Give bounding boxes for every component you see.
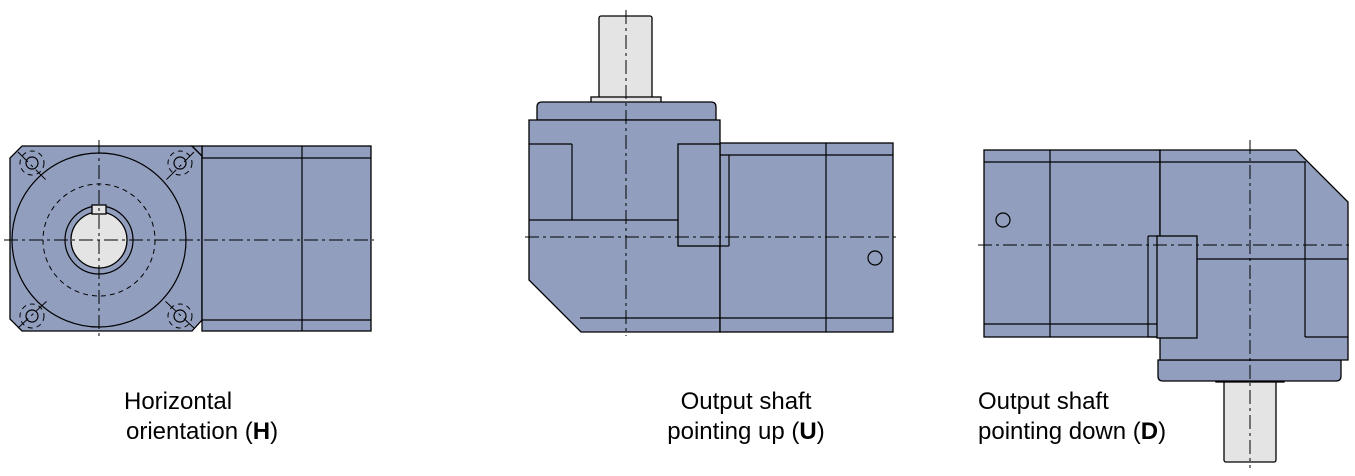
caption-text: pointing up ( <box>667 418 800 445</box>
caption-horizontal: Horizontal orientation (H) <box>124 387 364 447</box>
side-hole-up <box>867 250 883 266</box>
motor-body-horizontal <box>201 145 372 332</box>
side-hole-down <box>995 212 1011 228</box>
caption-text: ) <box>1158 418 1167 445</box>
motor-body-down <box>983 149 1161 338</box>
caption-text: ) <box>816 418 825 445</box>
gear-housing-up <box>528 119 721 333</box>
caption-down-line1: Output shaft <box>978 388 1109 415</box>
gearmotor-shaft-up <box>525 10 898 336</box>
orientation-code-d: D <box>1140 418 1159 445</box>
orientation-code-h: H <box>252 418 271 445</box>
caption-up: Output shaft pointing up (U) <box>616 387 876 447</box>
caption-text: ) <box>270 418 279 445</box>
flange-chamfer-top <box>190 145 203 158</box>
caption-up-line2: pointing up (U) <box>616 417 876 447</box>
orientation-code-u: U <box>799 418 817 445</box>
caption-up-line1: Output shaft <box>680 388 812 415</box>
caption-down: Output shaft pointing down (D) <box>978 387 1278 447</box>
mounting-holes <box>19 150 193 329</box>
caption-horizontal-line2: orientation (H) <box>124 417 364 447</box>
caption-text: orientation ( <box>126 418 253 445</box>
gearmotor-shaft-down <box>978 140 1352 468</box>
gearmotor-horizontal <box>4 140 374 338</box>
caption-horizontal-line1: Horizontal <box>124 388 233 415</box>
caption-down-line2: pointing down (D) <box>978 417 1278 447</box>
caption-text: pointing down ( <box>978 418 1141 445</box>
